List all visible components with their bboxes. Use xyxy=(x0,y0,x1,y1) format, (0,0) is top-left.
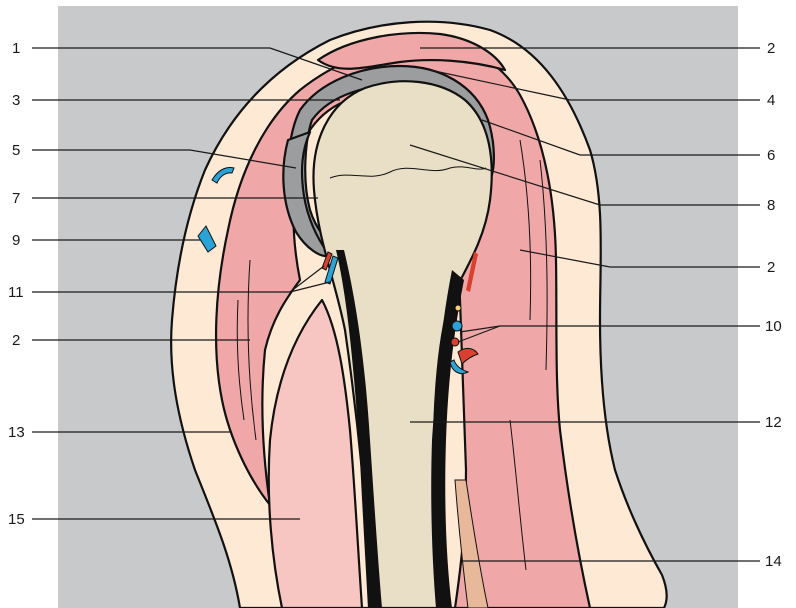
label-15: 15 xyxy=(8,511,25,528)
label-2-top: 2 xyxy=(767,40,775,57)
label-12: 12 xyxy=(765,414,782,431)
artery-dot xyxy=(451,338,459,346)
label-14: 14 xyxy=(765,553,782,570)
label-1: 1 xyxy=(12,40,20,57)
label-7: 7 xyxy=(12,190,20,207)
nerve-dot xyxy=(455,305,461,311)
label-8: 8 xyxy=(767,197,775,214)
label-4: 4 xyxy=(767,92,775,109)
label-3: 3 xyxy=(12,92,20,109)
label-13: 13 xyxy=(8,424,25,441)
label-2-mid: 2 xyxy=(767,259,775,276)
vein-dot xyxy=(452,321,462,331)
label-9: 9 xyxy=(12,232,20,249)
label-5: 5 xyxy=(12,142,20,159)
label-6: 6 xyxy=(767,147,775,164)
label-11: 11 xyxy=(8,284,24,301)
label-2-left: 2 xyxy=(12,332,20,349)
label-10: 10 xyxy=(765,318,782,335)
